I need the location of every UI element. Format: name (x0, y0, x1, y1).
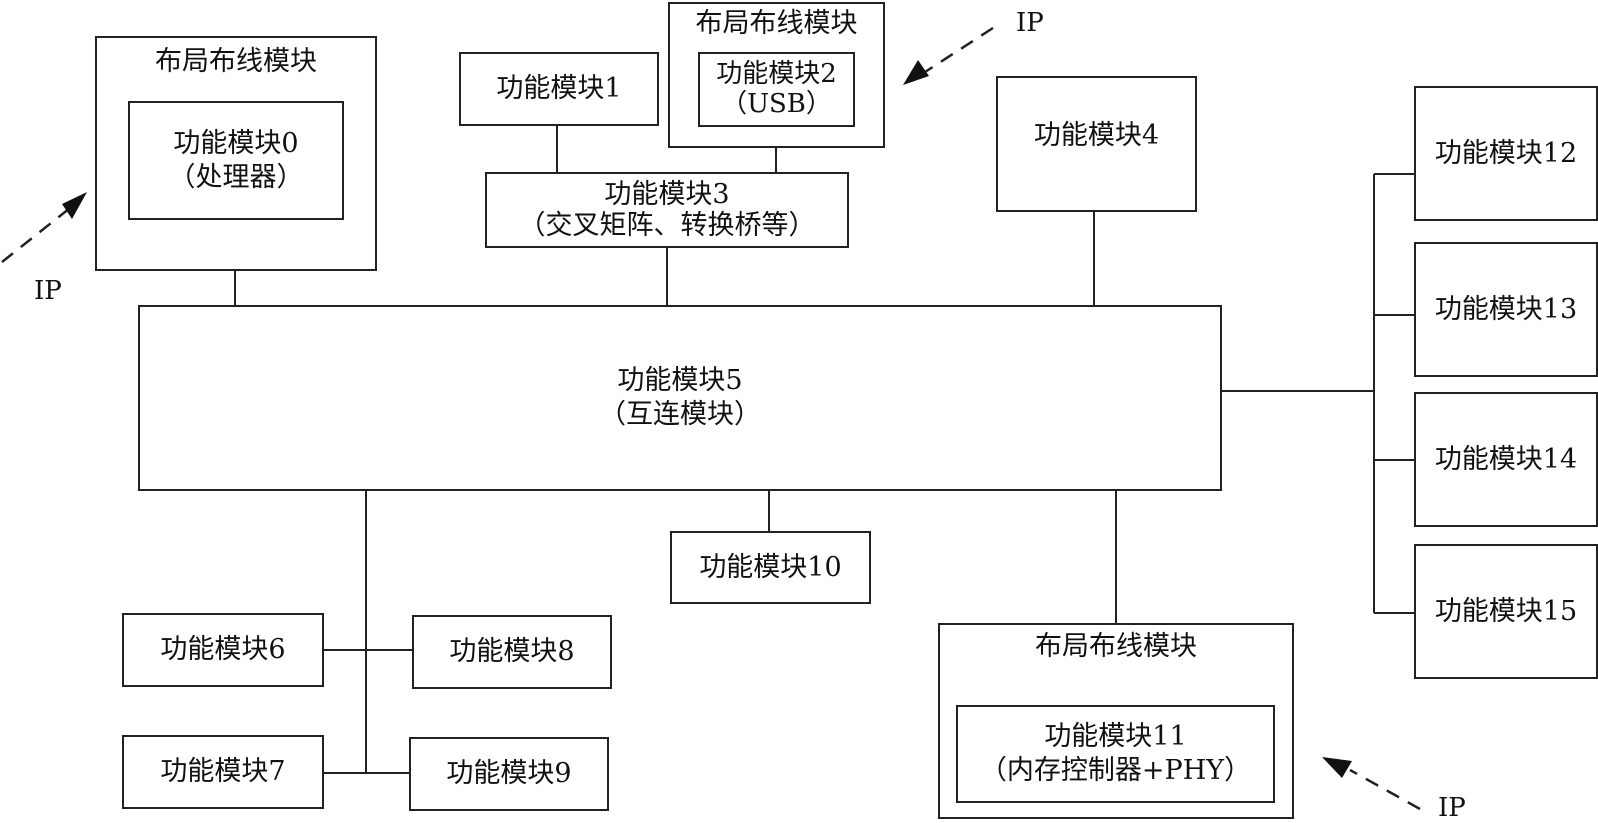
module-14: 功能模块14 (1414, 392, 1598, 527)
module-6-name: 功能模块6 (160, 634, 286, 666)
module-10: 功能模块10 (670, 531, 871, 604)
ip-label-left: IP (34, 276, 62, 306)
module-1-name: 功能模块1 (496, 73, 622, 105)
module-11: 功能模块11 （内存控制器+PHY） (956, 705, 1275, 803)
module-11-name: 功能模块11 (1044, 721, 1187, 753)
module-2-sub: （USB） (721, 88, 832, 119)
module-2-name: 功能模块2 (716, 58, 837, 89)
module-8-name: 功能模块8 (449, 636, 575, 668)
module-13-name: 功能模块13 (1434, 293, 1578, 325)
module-0-sub: （处理器） (168, 161, 304, 193)
module-0-name: 功能模块0 (173, 127, 299, 159)
module-15-name: 功能模块15 (1434, 595, 1578, 627)
module-10-name: 功能模块10 (699, 551, 842, 583)
module-5-sub: （互连模块） (599, 399, 761, 430)
module-2: 功能模块2 （USB） (698, 52, 855, 127)
module-4-name: 功能模块4 (1033, 120, 1160, 151)
module-11-sub: （内存控制器+PHY） (979, 755, 1252, 786)
layout-block-processor: 布局布线模块 功能模块0 （处理器） (95, 36, 377, 271)
module-12: 功能模块12 (1414, 86, 1598, 221)
layout-block-label: 布局布线模块 (155, 46, 317, 77)
module-7: 功能模块7 (122, 735, 324, 809)
module-7-name: 功能模块7 (160, 756, 286, 788)
ip-label-bottom: IP (1438, 793, 1466, 823)
layout-block-memory: 布局布线模块 功能模块11 （内存控制器+PHY） (938, 623, 1294, 819)
module-3-name: 功能模块3 (604, 178, 730, 210)
module-14-name: 功能模块14 (1434, 443, 1578, 475)
module-3-sub: （交叉矩阵、转换桥等） (518, 210, 816, 241)
module-9: 功能模块9 (409, 737, 609, 811)
ip-label-top: IP (1016, 8, 1044, 38)
layout-block-usb: 布局布线模块 功能模块2 （USB） (668, 2, 885, 148)
module-15: 功能模块15 (1414, 544, 1598, 679)
layout-block-label: 布局布线模块 (1035, 631, 1197, 662)
module-8: 功能模块8 (412, 615, 612, 689)
module-9-name: 功能模块9 (446, 758, 572, 790)
module-12-name: 功能模块12 (1434, 137, 1578, 169)
module-0: 功能模块0 （处理器） (128, 101, 344, 220)
module-3: 功能模块3 （交叉矩阵、转换桥等） (485, 172, 849, 248)
module-1: 功能模块1 (459, 52, 659, 126)
module-6: 功能模块6 (122, 613, 324, 687)
layout-block-label: 布局布线模块 (695, 8, 858, 39)
module-5-name: 功能模块5 (617, 365, 743, 397)
module-13: 功能模块13 (1414, 242, 1598, 377)
module-5-interconnect: 功能模块5 （互连模块） (138, 305, 1222, 491)
module-4: 功能模块4 (996, 76, 1197, 212)
